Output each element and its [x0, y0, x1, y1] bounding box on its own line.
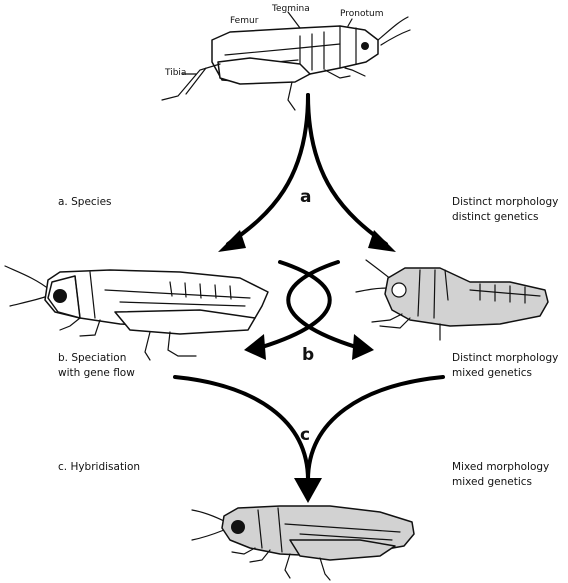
stage-marker-a: a	[300, 187, 311, 207]
split-arrows	[218, 93, 396, 252]
stage-b-label-line2: with gene flow	[58, 367, 135, 379]
stage-a-label: a. Species	[58, 196, 112, 208]
stage-c-desc-line1: Mixed morphology	[452, 461, 549, 473]
part-label-femur: Femur	[230, 16, 259, 26]
stage-a-desc-line2: distinct genetics	[452, 211, 539, 223]
species-one-grasshopper	[4, 265, 269, 361]
gene-flow-arrows	[244, 260, 374, 360]
ancestral-grasshopper	[161, 16, 411, 111]
merge-arrows	[173, 375, 445, 503]
stage-b-label-line1: b. Speciation	[58, 352, 126, 364]
hybrid-grasshopper	[191, 505, 415, 581]
stage-c-label: c. Hybridisation	[58, 461, 140, 473]
stage-c-desc-line2: mixed genetics	[452, 476, 532, 488]
stage-b-desc-line1: Distinct morphology	[452, 352, 558, 364]
part-label-pronotum: Pronotum	[340, 9, 384, 19]
stage-marker-c: c	[300, 425, 310, 445]
stage-a-desc-line1: Distinct morphology	[452, 196, 558, 208]
part-label-tibia: Tibia	[164, 68, 186, 78]
pronotum-pointer	[347, 18, 353, 27]
part-label-tegmina: Tegmina	[271, 4, 310, 14]
species-two-grasshopper	[355, 259, 549, 341]
stage-marker-b: b	[302, 345, 314, 365]
tegmina-pointer	[287, 11, 301, 29]
stage-b-desc-line2: mixed genetics	[452, 367, 532, 379]
